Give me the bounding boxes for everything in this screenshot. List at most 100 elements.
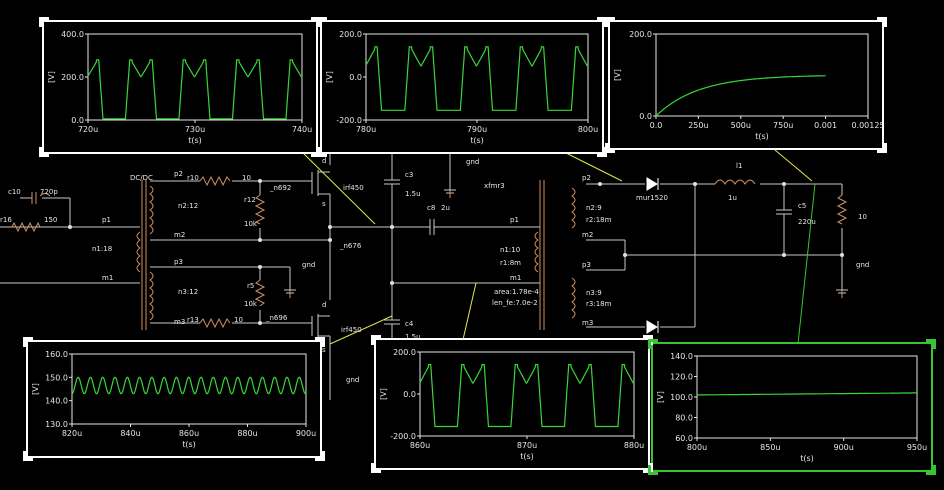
y-tick-label: 0.0 (403, 390, 416, 399)
x-tick-label: 900u (296, 429, 316, 438)
n692-label: _n692 (269, 184, 291, 192)
x-tick-label: 0.00125 (851, 121, 882, 130)
p3-left-label: p3 (174, 258, 183, 266)
resize-handle[interactable] (926, 339, 936, 349)
gnd-label: gnd (302, 261, 315, 269)
resize-handle[interactable] (605, 17, 615, 27)
r10-value: 10 (242, 174, 251, 182)
resize-handle[interactable] (877, 17, 887, 27)
c4-label: c4 (405, 320, 414, 328)
r5-value: 10k (244, 300, 258, 308)
n2-label: n2:12 (178, 202, 198, 210)
x-tick-label: 0.001 (814, 121, 837, 130)
waveform-series-line (655, 75, 826, 117)
x-tick-label: 870u (517, 441, 537, 450)
resize-handle[interactable] (23, 451, 33, 461)
gnd-label-3: gnd (466, 158, 479, 166)
waveform-series-line (87, 59, 303, 120)
resize-handle[interactable] (648, 465, 658, 475)
resize-handle[interactable] (605, 143, 615, 153)
plot-frame (696, 355, 918, 439)
y-axis-label: [V] (31, 383, 40, 395)
y-tick-label: 130.0 (45, 420, 68, 429)
resize-handle[interactable] (315, 337, 325, 347)
resize-handle[interactable] (926, 465, 936, 475)
resize-handle[interactable] (371, 463, 381, 473)
dcdc-label: DC/DC (130, 174, 153, 182)
waveform-series-line (71, 376, 307, 395)
resize-handle[interactable] (317, 17, 327, 27)
x-tick-label: 820u (62, 429, 82, 438)
y-tick-label: 160.0 (45, 350, 68, 359)
c4-value: 1.5u (405, 333, 421, 341)
y-axis-label: [V] (325, 71, 334, 83)
y-tick-label: 150.0 (45, 373, 68, 382)
x-tick-label: 740u (292, 125, 312, 134)
plot-frame (655, 33, 869, 117)
c10-value: 720p (40, 188, 58, 196)
y-tick-label: 140.0 (45, 397, 68, 406)
x-tick-label: 800u (687, 443, 707, 452)
resize-handle[interactable] (877, 143, 887, 153)
waveform-series-line (365, 46, 589, 111)
c8-value: 2u (441, 204, 450, 212)
x-tick-label: 900u (833, 443, 853, 452)
x-tick-label: 880u (624, 441, 644, 450)
y-axis-label: [V] (379, 388, 388, 400)
r12-label: r12 (244, 196, 256, 204)
y-tick-label: 200.0 (339, 30, 362, 39)
y-tick-label: 120.0 (670, 373, 693, 382)
m2-right-label: m2 (582, 231, 593, 239)
y-tick-label: -200.0 (390, 432, 416, 441)
x-axis-label: t(s) (470, 136, 484, 145)
m1-left-label: m1 (102, 274, 113, 282)
p2-right-label: p2 (582, 174, 591, 182)
mosfet2-source-label: s (322, 346, 326, 354)
y-tick-label: 200.0 (629, 30, 652, 39)
plot-frame (365, 33, 589, 121)
x-tick-label: 860u (410, 441, 430, 450)
y-tick-label: -200.0 (336, 116, 362, 125)
resize-handle[interactable] (39, 147, 49, 157)
load-resistor-value: 10 (858, 213, 867, 221)
n676-label: _n676 (339, 242, 362, 250)
resize-handle[interactable] (317, 147, 327, 157)
c3-label: c3 (405, 171, 413, 179)
resize-handle[interactable] (648, 339, 658, 349)
c5-label: c5 (798, 202, 806, 210)
x-tick-label: 250u (688, 121, 708, 130)
resize-handle[interactable] (315, 451, 325, 461)
resize-handle[interactable] (23, 337, 33, 347)
resize-handle[interactable] (39, 17, 49, 27)
y-tick-label: 60.0 (675, 434, 693, 443)
resize-handle[interactable] (371, 335, 381, 345)
x-axis-label: t(s) (188, 136, 202, 145)
x-tick-label: 780u (356, 125, 376, 134)
y-tick-label: 200.0 (61, 73, 84, 82)
m3-left-label: m3 (174, 318, 185, 326)
n2-right-label: n2:9 (586, 204, 602, 212)
mosfet1-source-label: s (322, 200, 326, 208)
x-tick-label: 850u (760, 443, 780, 452)
y-tick-label: 80.0 (675, 414, 693, 423)
c10-label: c10 (8, 188, 21, 196)
x-tick-label: 800u (578, 125, 598, 134)
r5-label: r5 (247, 282, 254, 290)
r16-value: 150 (44, 216, 57, 224)
x-axis-label: t(s) (800, 454, 814, 463)
x-tick-label: 730u (185, 125, 205, 134)
y-tick-label: 0.0 (639, 112, 652, 121)
x-axis-label: t(s) (520, 452, 534, 461)
n696-label: _n696 (265, 314, 288, 322)
